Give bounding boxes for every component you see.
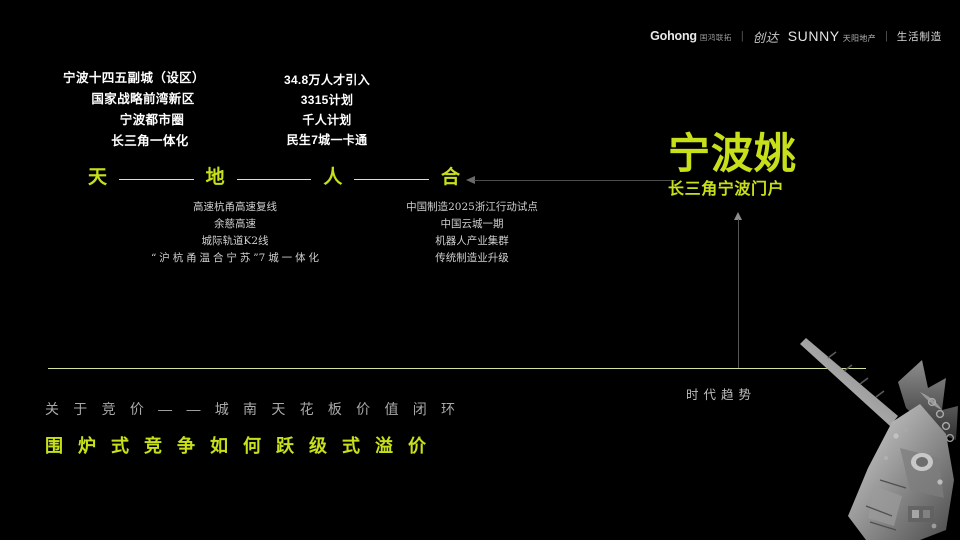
brand-sunny: SUNNY 天阳地产: [788, 28, 876, 44]
brand-logo-bar: Gohong 国鸿联拓 | 创达 SUNNY 天阳地产 | 生活制造: [650, 26, 942, 46]
concept-connector-2: [236, 178, 312, 180]
section-divider: [48, 368, 866, 369]
concept-chain: 天 地 人 合: [88, 163, 460, 191]
arrow-head-left: [466, 176, 475, 184]
brand-sunny-en: SUNNY: [787, 28, 840, 44]
vertical-up-arrow-icon: [734, 212, 743, 368]
brand-gohong-cn: 国鸿联拓: [699, 33, 732, 42]
arrow-shaft-horizontal: [474, 180, 676, 181]
talent-line-3: 千人计划: [302, 113, 352, 127]
page-subtitle: 长三角宁波门户: [668, 181, 785, 198]
unicorn-head: [848, 404, 954, 540]
brand-separator-2: |: [884, 30, 888, 42]
transport-line-4: “沪杭甬温合宁苏”7城一体化: [151, 252, 319, 264]
brand-separator-1: |: [740, 30, 744, 42]
talent-line-4: 民生7城一卡通: [286, 133, 368, 147]
concept-char-he: 合: [440, 166, 460, 188]
talent-policy-column: 34.8万人才引入 3315计划 千人计划 民生7城一卡通: [268, 70, 386, 150]
macro-line-4: 长三角一体化: [111, 134, 189, 148]
transport-detail-block: 高速杭甬高速复线 余慈高速 城际轨道K2线 “沪杭甬温合宁苏”7城一体化: [120, 199, 350, 267]
macro-policy-column: 宁波十四五副城（设区） 国家战略前湾新区 宁波都市圈 长三角一体化: [40, 68, 240, 152]
concept-connector-1: [119, 178, 194, 180]
era-trend-label: 时代趋势: [686, 388, 757, 402]
macro-line-3: 宁波都市圈: [119, 113, 185, 127]
mechanical-unicorn-artwork: [800, 338, 958, 540]
brand-gohong-en: Gohong: [650, 29, 697, 43]
page-title: 宁波姚: [668, 130, 798, 177]
horizontal-left-arrow-icon: [466, 176, 676, 185]
bottom-headline: 围 炉 式 竞 争 如 何 跃 级 式 溢 价: [45, 436, 432, 456]
industry-line-2: 中国云城一期: [440, 218, 504, 230]
arrow-head-up: [734, 212, 742, 220]
concept-char-ren: 人: [323, 166, 343, 188]
transport-line-1: 高速杭甬高速复线: [193, 201, 277, 213]
macro-line-2: 国家战略前湾新区: [91, 92, 195, 106]
talent-line-2: 3315计划: [300, 93, 354, 107]
unicorn-horn: [800, 338, 898, 426]
industry-line-1: 中国制造2025浙江行动试点: [406, 201, 538, 213]
industry-line-3: 机器人产业集群: [435, 235, 509, 247]
macro-line-1: 宁波十四五副城（设区）: [63, 71, 205, 85]
brand-gohong: Gohong 国鸿联拓: [650, 29, 732, 43]
brand-sunny-cn: 天阳地产: [842, 34, 876, 43]
brand-life-manufacture: 生活制造: [896, 30, 942, 43]
arrow-shaft-vertical: [738, 219, 739, 368]
concept-char-di: 地: [205, 166, 225, 188]
industry-detail-block: 中国制造2025浙江行动试点 中国云城一期 机器人产业集群 传统制造业升级: [372, 199, 572, 267]
concept-connector-3: [354, 178, 429, 180]
transport-line-3: 城际轨道K2线: [201, 235, 269, 247]
industry-line-4: 传统制造业升级: [435, 252, 509, 264]
bottom-subheadline: 关 于 竞 价 — — 城 南 天 花 板 价 值 闭 环: [45, 401, 461, 417]
transport-line-2: 余慈高速: [214, 218, 256, 230]
concept-char-tian: 天: [88, 166, 108, 188]
brand-script-logo: 创达: [752, 29, 779, 45]
talent-line-1: 34.8万人才引入: [283, 73, 371, 87]
unicorn-mane: [898, 360, 958, 443]
